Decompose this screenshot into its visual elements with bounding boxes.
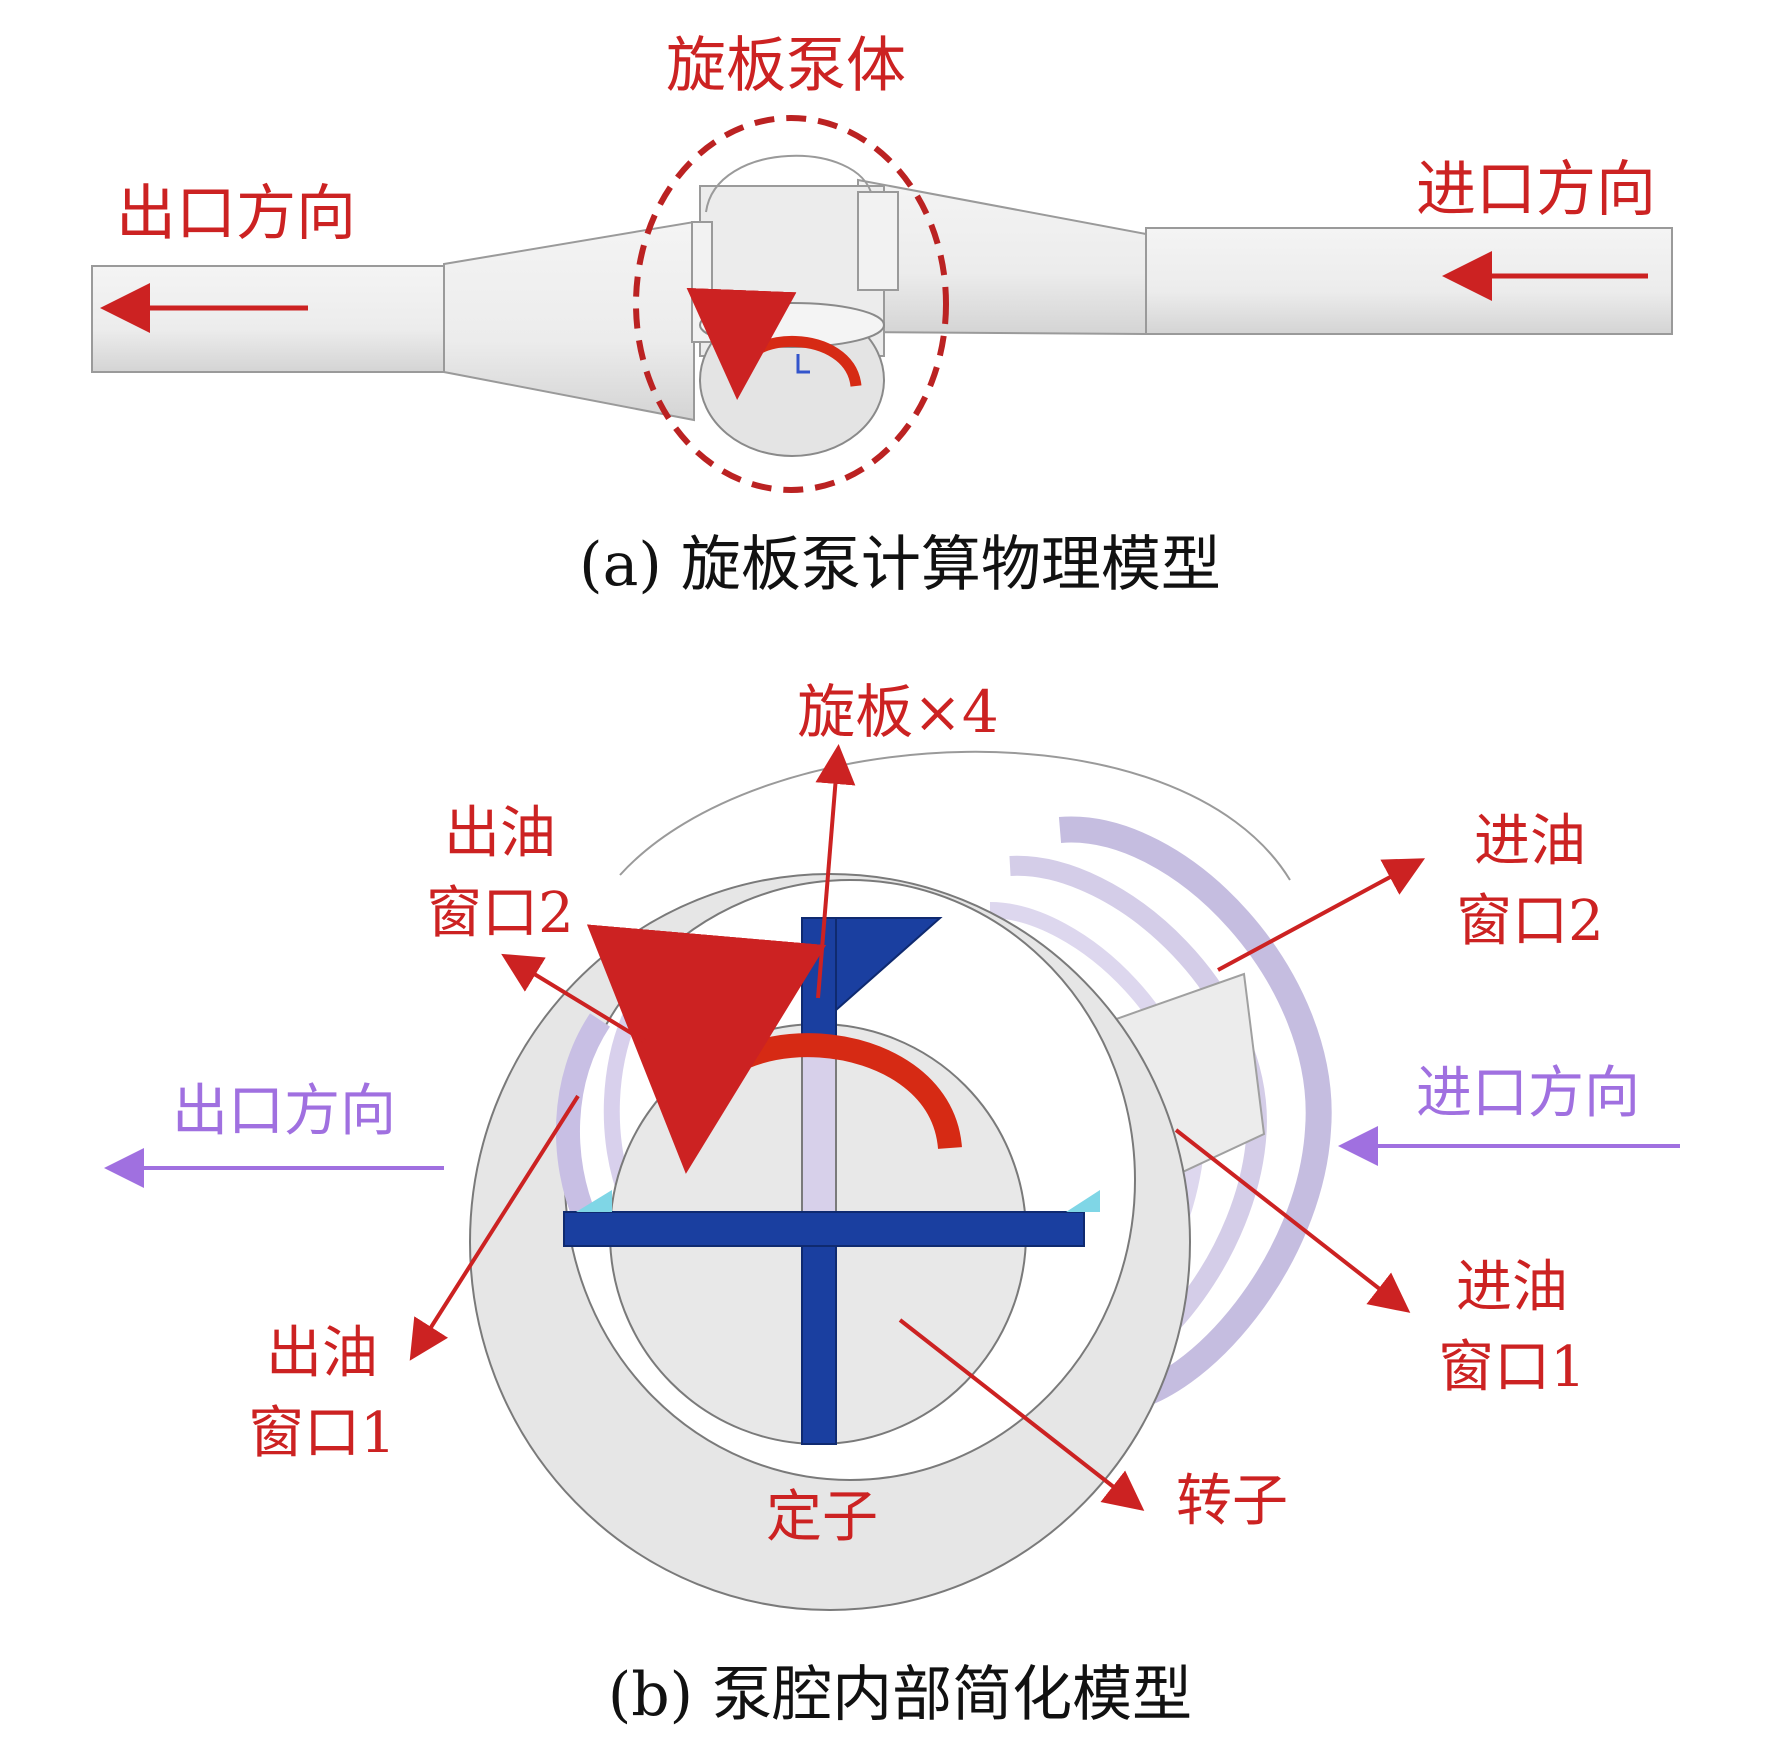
vane-horizontal-highlight-right: [1066, 1190, 1100, 1212]
rotation-arrow-a: [686, 287, 862, 400]
vane-horizontal-highlight-left: [576, 1190, 612, 1212]
vane-horizontal: [563, 1211, 1085, 1247]
rotor-label: 转子: [1176, 1469, 1288, 1534]
inlet-window-2-label-line2: 窗口2: [1456, 889, 1604, 954]
outlet-direction-label-a: 出口方向: [116, 179, 356, 249]
rotation-arrow-b: [587, 924, 962, 1174]
outlet-window-1-label-line1: 出油: [266, 1321, 378, 1386]
outlet-window-2-label-line2: 窗口2: [426, 881, 574, 946]
axis-marker: [796, 354, 810, 374]
caption-a: (a) 旋板泵计算物理模型: [579, 530, 1221, 600]
inlet-pipe: [1145, 227, 1673, 335]
vane-vertical-slot: [801, 1037, 837, 1215]
pump-body-highlight: [633, 115, 949, 493]
inlet-window-1-label-line2: 窗口1: [1438, 1335, 1586, 1400]
inlet-direction-label-b: 进口方向: [1416, 1061, 1640, 1126]
outlet-pipe: [91, 265, 445, 373]
rotor-pointer: [898, 1318, 1145, 1511]
outlet-window-2: [556, 1013, 611, 1225]
stator-label: 定子: [766, 1485, 878, 1550]
inlet-taper: [857, 178, 1147, 336]
vane-vertical-lower: [801, 1213, 837, 1445]
panel-b-cavity-model: 旋板×4 出油 窗口2 进油 窗口2 出口方向 进口方向 出油 窗口1 进油 窗…: [104, 678, 1680, 1730]
pump-body-label: 旋板泵体: [666, 31, 906, 101]
inlet-window-1-pointer: [1174, 1128, 1411, 1313]
outlet-direction-label-b: 出口方向: [172, 1079, 396, 1144]
outlet-window-2-pointer: [501, 953, 648, 1044]
inlet-window-2-pointer: [1217, 858, 1426, 972]
inlet-window-ring-outer: [1058, 816, 1332, 1413]
pump-side-tab-right: [857, 191, 899, 291]
panel-a-pump-model: 旋板泵体 出口方向 进口方向 (a) 旋板泵计算物理模型: [91, 31, 1673, 600]
outlet-window-1-label-line2: 窗口1: [248, 1401, 396, 1466]
outlet-window-1-pointer: [409, 1094, 580, 1361]
inlet-window-1-label-line1: 进油: [1456, 1255, 1568, 1320]
back-contour: [619, 750, 1291, 881]
inlet-direction-label-a: 进口方向: [1416, 155, 1656, 225]
vanes-label: 旋板×4: [797, 678, 999, 746]
vanes-pointer: [815, 744, 856, 999]
outlet-window-2-label-line1: 出油: [444, 801, 556, 866]
caption-b: (b) 泵腔内部简化模型: [608, 1660, 1192, 1730]
pump-top-arc: [705, 154, 873, 213]
inlet-window-2-label-line1: 进油: [1474, 809, 1586, 874]
outlet-taper: [443, 220, 695, 422]
